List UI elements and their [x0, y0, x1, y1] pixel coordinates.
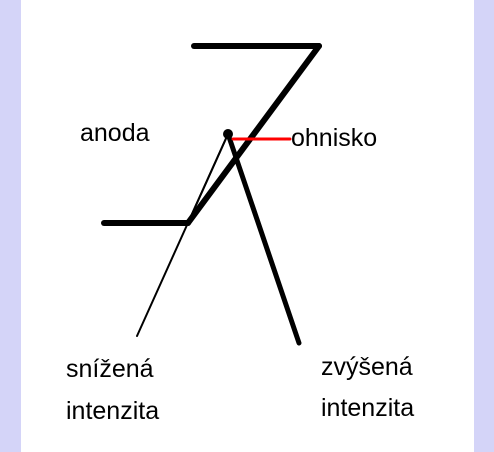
- diagram-panel: [21, 0, 474, 452]
- reduced-intensity-ray-edge: [187, 133, 229, 224]
- anode-label: anoda: [80, 119, 150, 147]
- reduced-intensity-label-line1: snížená: [66, 355, 154, 383]
- focal-spot: [223, 129, 233, 139]
- reduced-intensity-label-line2: intenzita: [66, 397, 160, 425]
- anode-diagonal: [185, 43, 322, 226]
- increased-intensity-ray: [225, 131, 302, 346]
- focus-label: ohnisko: [291, 124, 378, 152]
- increased-intensity-label-line2: intenzita: [321, 394, 415, 422]
- increased-intensity-label-line1: zvýšená: [321, 353, 413, 381]
